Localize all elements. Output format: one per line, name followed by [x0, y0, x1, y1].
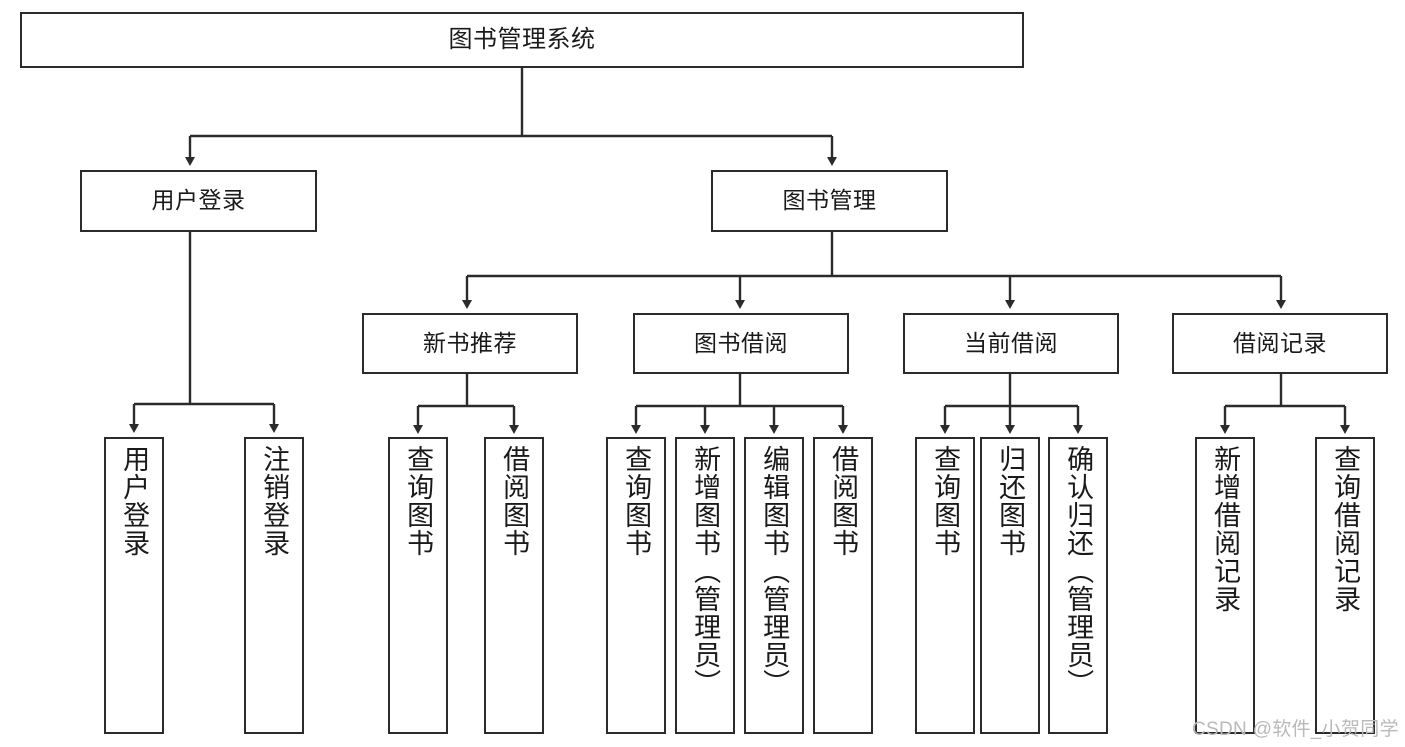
node-label: 编辑图书（管理员） [759, 445, 790, 697]
node-borrow-record[interactable]: 借阅记录 [1172, 313, 1388, 374]
leaf-add-borrow-record[interactable]: 新增借阅记录 [1195, 437, 1255, 734]
leaf-query-book-recommend[interactable]: 查询图书 [388, 437, 448, 734]
node-label: 新增借阅记录 [1210, 445, 1241, 613]
leaf-add-book-admin[interactable]: 新增图书（管理员） [675, 437, 735, 734]
node-label: 借阅记录 [1233, 329, 1327, 356]
node-current-borrow[interactable]: 当前借阅 [903, 313, 1119, 374]
node-label: 图书借阅 [694, 329, 788, 356]
node-user-login[interactable]: 用户登录 [80, 170, 317, 232]
node-label: 注销登录 [259, 445, 290, 557]
node-label: 查询借阅记录 [1330, 445, 1361, 613]
leaf-user-login[interactable]: 用户登录 [104, 437, 164, 734]
node-root-system[interactable]: 图书管理系统 [20, 12, 1024, 68]
node-label: 图书管理 [782, 187, 877, 214]
watermark: CSDN @软件_小贺同学 [1192, 719, 1399, 740]
leaf-edit-book-admin[interactable]: 编辑图书（管理员） [744, 437, 804, 734]
leaf-logout[interactable]: 注销登录 [244, 437, 304, 734]
node-label: 查询图书 [621, 445, 652, 557]
leaf-return-book[interactable]: 归还图书 [980, 437, 1040, 734]
leaf-query-book-current[interactable]: 查询图书 [915, 437, 975, 734]
node-label: 查询图书 [930, 445, 961, 557]
node-book-borrow[interactable]: 图书借阅 [633, 313, 849, 374]
leaf-borrow-book-recommend[interactable]: 借阅图书 [484, 437, 544, 734]
node-label: 查询图书 [403, 445, 434, 557]
node-label: 新增图书（管理员） [690, 445, 721, 697]
node-label: 确认归还（管理员） [1063, 445, 1094, 697]
leaf-query-borrow-record[interactable]: 查询借阅记录 [1315, 437, 1375, 734]
node-label: 当前借阅 [964, 329, 1058, 356]
node-new-book-recommend[interactable]: 新书推荐 [362, 313, 578, 374]
node-label: 归还图书 [995, 445, 1026, 557]
node-label: 借阅图书 [499, 445, 530, 557]
node-label: 用户登录 [119, 445, 150, 557]
leaf-borrow-book[interactable]: 借阅图书 [813, 437, 873, 734]
node-label: 借阅图书 [828, 445, 859, 557]
leaf-confirm-return-admin[interactable]: 确认归还（管理员） [1048, 437, 1108, 734]
node-label: 用户登录 [151, 187, 246, 214]
node-label: 图书管理系统 [448, 25, 596, 53]
leaf-query-book-borrow[interactable]: 查询图书 [606, 437, 666, 734]
node-book-management[interactable]: 图书管理 [711, 170, 948, 232]
node-label: 新书推荐 [423, 329, 517, 356]
